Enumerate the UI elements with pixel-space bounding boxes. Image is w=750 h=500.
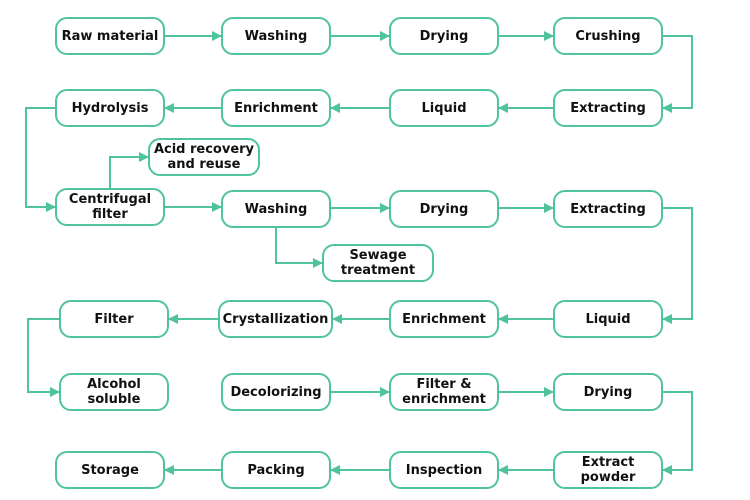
- arrow-crushing-to-extracting-1: [662, 35, 693, 113]
- step-liquid-1: Liquid: [389, 89, 499, 127]
- step-drying-2: Drying: [389, 190, 499, 228]
- step-enrichment-2: Enrichment: [389, 300, 499, 338]
- step-inspection: Inspection: [389, 451, 499, 489]
- arrow-drying-3-to-extract-powder: [662, 391, 693, 475]
- step-packing: Packing: [221, 451, 331, 489]
- arrow-centrifugal-filter-to-acid-recovery: [109, 152, 149, 188]
- step-crystallization: Crystallization: [218, 300, 333, 338]
- step-drying-3: Drying: [553, 373, 663, 411]
- step-washing-2: Washing: [221, 190, 331, 228]
- step-liquid-2: Liquid: [553, 300, 663, 338]
- step-washing-1: Washing: [221, 17, 331, 55]
- step-hydrolysis: Hydrolysis: [55, 89, 165, 127]
- step-crushing: Crushing: [553, 17, 663, 55]
- step-alcohol-soluble: Alcohol soluble: [59, 373, 169, 411]
- step-enrichment-1: Enrichment: [221, 89, 331, 127]
- arrow-filter-to-alcohol-soluble: [27, 318, 60, 397]
- arrow-extracting-2-to-liquid-2: [662, 207, 693, 324]
- step-acid-recovery: Acid recovery and reuse: [148, 138, 260, 176]
- step-drying-1: Drying: [389, 17, 499, 55]
- step-extracting-2: Extracting: [553, 190, 663, 228]
- step-sewage-treatment: Sewage treatment: [322, 244, 434, 282]
- arrow-hydrolysis-to-centrifugal-filter: [25, 107, 56, 212]
- step-extract-powder: Extract powder: [553, 451, 663, 489]
- step-filter: Filter: [59, 300, 169, 338]
- step-extracting-1: Extracting: [553, 89, 663, 127]
- step-decolorizing: Decolorizing: [221, 373, 331, 411]
- arrow-washing-2-to-sewage-treatment: [275, 228, 323, 268]
- step-filter-enrichment: Filter & enrichment: [389, 373, 499, 411]
- step-raw-material: Raw material: [55, 17, 165, 55]
- step-centrifugal-filter: Centrifugal filter: [55, 188, 165, 226]
- step-storage: Storage: [55, 451, 165, 489]
